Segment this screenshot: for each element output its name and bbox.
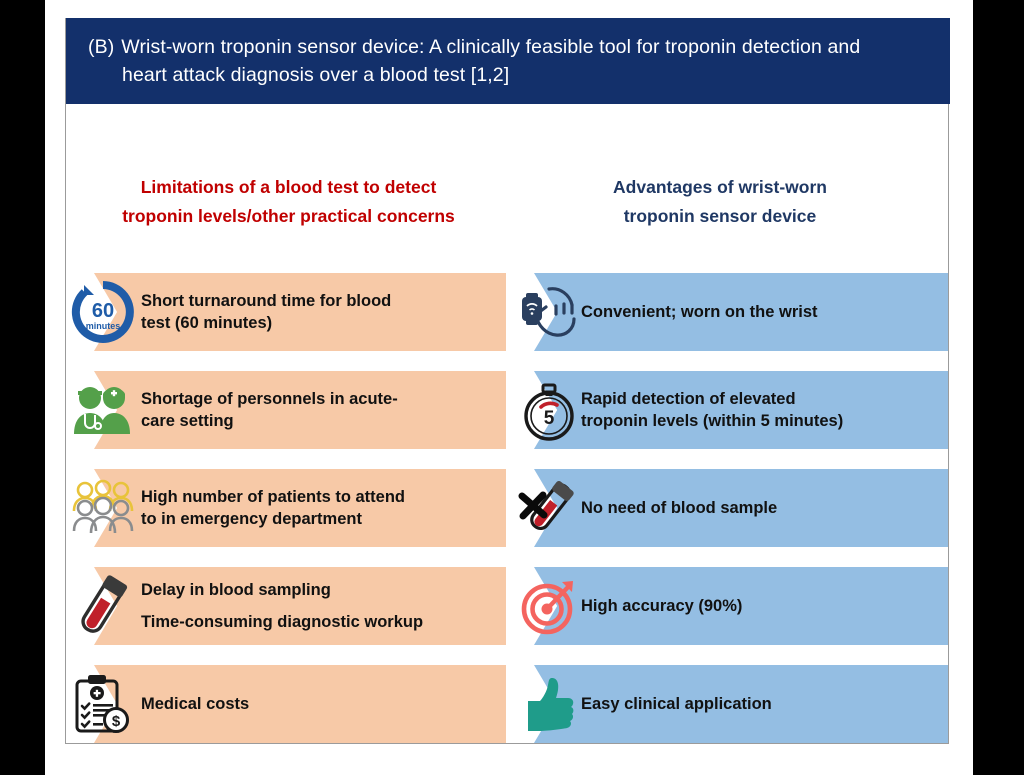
advantage-bar[interactable]: No need of blood sample — [534, 469, 948, 547]
limitation-bar[interactable]: High number of patients to attend to in … — [94, 469, 506, 547]
sixty-minutes-clock-icon: 60 minutes — [66, 272, 140, 352]
clock-number: 60 — [92, 300, 114, 322]
right-heading-line1: Advantages of wrist-worn — [613, 177, 827, 197]
stopwatch-number: 5 — [544, 408, 555, 429]
clock-unit: minutes — [86, 321, 121, 331]
limitation-text: Medical costs — [94, 693, 261, 715]
left-column-heading: Limitations of a blood test to detect tr… — [66, 173, 511, 231]
dollar-glyph: $ — [112, 713, 121, 730]
limitation-bar[interactable]: Delay in blood sampling Time-consuming d… — [94, 567, 506, 645]
body-area: Limitations of a blood test to detect tr… — [66, 105, 948, 743]
advantage-line1: Convenient; worn on the wrist — [581, 303, 818, 321]
wrist-watch-hand-icon — [512, 272, 586, 352]
header-label: (B) — [88, 36, 115, 58]
limitation-line1: Delay in blood sampling — [141, 581, 331, 599]
clipboard-dollar-icon: $ — [66, 664, 140, 744]
column-headings: Limitations of a blood test to detect tr… — [66, 173, 947, 231]
right-cell: High accuracy (90%) — [506, 566, 948, 665]
right-cell: Convenient; worn on the wrist — [506, 272, 948, 371]
header-title: (B) Wrist-worn troponin sensor device: A … — [66, 33, 878, 89]
advantage-line2: troponin levels (within 5 minutes) — [581, 412, 844, 430]
right-cell: Rapid detection of elevated troponin lev… — [506, 370, 948, 469]
no-blood-tube-icon — [512, 468, 586, 548]
limitation-line1: High number of patients to attend — [141, 488, 405, 506]
advantage-bar[interactable]: Easy clinical application — [534, 665, 948, 743]
limitation-line2: to in emergency department — [141, 510, 362, 528]
left-cell: Shortage of personnels in acute- care se… — [66, 371, 506, 469]
table-row: Delay in blood sampling Time-consuming d… — [66, 566, 948, 665]
slide-header: (B) Wrist-worn troponin sensor device: A … — [66, 18, 950, 104]
stopwatch-five-icon: 5 — [512, 370, 586, 450]
advantage-text: No need of blood sample — [534, 497, 789, 519]
advantage-bar[interactable]: Convenient; worn on the wrist — [534, 273, 948, 351]
limitation-line2: care setting — [141, 412, 234, 430]
right-column-heading: Advantages of wrist-worn troponin sensor… — [511, 173, 947, 231]
left-heading-line1: Limitations of a blood test to detect — [140, 177, 437, 197]
limitation-text: Delay in blood sampling Time-consuming d… — [94, 579, 435, 633]
table-row: High number of patients to attend to in … — [66, 468, 948, 567]
right-cell: No need of blood sample — [506, 468, 948, 567]
limitation-text: Shortage of personnels in acute- care se… — [94, 388, 410, 432]
left-cell: Delay in blood sampling Time-consuming d… — [66, 567, 506, 665]
limitation-bar[interactable]: Short turnaround time for blood test (60… — [94, 273, 506, 351]
advantage-bar[interactable]: High accuracy (90%) — [534, 567, 948, 645]
limitation-bar[interactable]: Medical costs — [94, 665, 506, 743]
limitation-line2: Time-consuming diagnostic workup — [141, 613, 424, 631]
advantage-bar[interactable]: Rapid detection of elevated troponin lev… — [534, 371, 948, 449]
thumbs-up-icon — [512, 664, 586, 744]
left-heading-line2: troponin levels/other practical concerns — [122, 206, 455, 226]
advantage-line1: Rapid detection of elevated — [581, 390, 796, 408]
advantage-text: Convenient; worn on the wrist — [534, 301, 830, 323]
limitation-line1: Medical costs — [141, 695, 250, 713]
right-cell: Easy clinical application — [506, 664, 948, 763]
right-heading-line2: troponin sensor device — [623, 206, 817, 226]
limitation-bar[interactable]: Shortage of personnels in acute- care se… — [94, 371, 506, 449]
table-row: Shortage of personnels in acute- care se… — [66, 370, 948, 469]
advantage-text: Easy clinical application — [534, 693, 784, 715]
advantage-line1: No need of blood sample — [581, 499, 778, 517]
limitation-line1: Short turnaround time for blood — [141, 292, 392, 310]
medical-personnel-icon — [66, 370, 140, 450]
limitation-text: High number of patients to attend to in … — [94, 486, 417, 530]
limitation-line2: test (60 minutes) — [141, 314, 273, 332]
crowd-of-patients-icon — [66, 468, 140, 548]
limitation-text: Short turnaround time for blood test (60… — [94, 290, 403, 334]
advantage-text: Rapid detection of elevated troponin lev… — [534, 388, 855, 432]
table-row: Medical costs — [66, 664, 948, 763]
limitation-line1: Shortage of personnels in acute- — [141, 390, 398, 408]
left-cell: Medical costs — [66, 665, 506, 763]
left-cell: High number of patients to attend to in … — [66, 469, 506, 567]
advantage-line1: Easy clinical application — [581, 695, 772, 713]
left-cell: Short turnaround time for blood test (60… — [66, 273, 506, 371]
header-title-line1: Wrist-worn troponin sensor device: A cli… — [121, 36, 861, 58]
comparison-rows: Short turnaround time for blood test (60… — [66, 272, 948, 763]
content-frame: (B) Wrist-worn troponin sensor device: A … — [65, 18, 950, 744]
advantage-line1: High accuracy (90%) — [581, 597, 743, 615]
table-row: Short turnaround time for blood test (60… — [66, 272, 948, 371]
blood-tube-icon — [66, 566, 140, 646]
target-dart-icon — [512, 566, 586, 646]
slide-page: (B) Wrist-worn troponin sensor device: A … — [45, 0, 973, 775]
advantage-text: High accuracy (90%) — [534, 595, 754, 617]
header-title-line2: heart attack diagnosis over a blood test… — [122, 64, 510, 86]
